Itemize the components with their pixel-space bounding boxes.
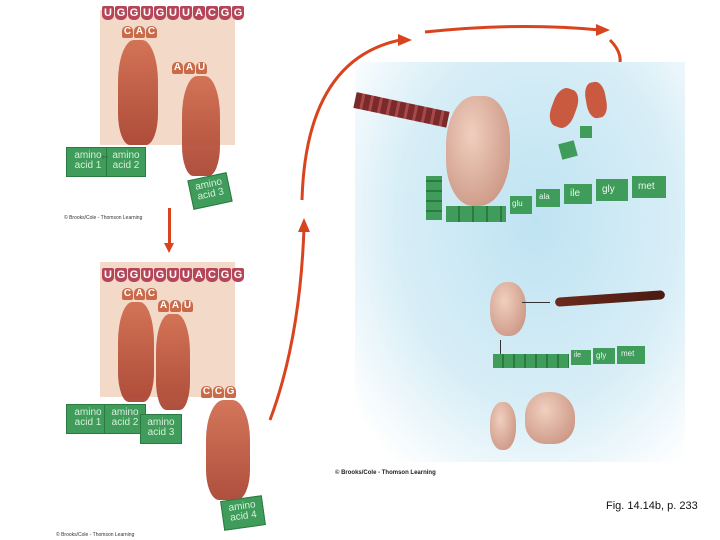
- arrow-down: [168, 208, 171, 244]
- chain-segment: gly: [596, 179, 628, 201]
- mrna-base: A: [193, 268, 205, 282]
- chain-segment: glu: [510, 196, 532, 214]
- arrow-right-icon: [522, 302, 550, 303]
- ribosome-subunit-large: [525, 392, 575, 444]
- chain-segment: gly: [593, 348, 615, 364]
- mrna-base: U: [102, 6, 114, 20]
- mrna-base: U: [167, 268, 179, 282]
- mrna-base: U: [141, 6, 153, 20]
- trna-molecule: [182, 76, 220, 176]
- chain-label: gly: [602, 184, 615, 195]
- mrna-base: C: [206, 6, 218, 20]
- mrna-base: G: [219, 268, 231, 282]
- arrowhead-right-icon: [398, 34, 412, 46]
- chain-segment: ala: [536, 189, 560, 207]
- peptide-bond-symbol: ⇔: [101, 153, 109, 163]
- mrna-strand-bottom: U G G U G U U A C G G: [102, 268, 245, 282]
- trna-anticodon-2-bottom: A A U: [158, 300, 194, 312]
- anticodon-base: A: [134, 26, 145, 38]
- mrna-base: G: [128, 6, 140, 20]
- mrna-base: G: [115, 268, 127, 282]
- chain-segment: [493, 354, 569, 368]
- trna-anticodon-1-top: C A C: [122, 26, 158, 38]
- chain-label: gly: [596, 351, 607, 360]
- chain-label: ile: [570, 188, 581, 199]
- polypeptide-chain: met gly ile ala glu: [426, 176, 666, 236]
- cell-background: [355, 62, 685, 462]
- ribosome-subunit: [490, 282, 526, 336]
- amino-acid-box: amino acid 3: [140, 414, 182, 444]
- amino-acid-box: amino acid 1: [66, 404, 110, 434]
- anticodon-base: A: [134, 288, 145, 300]
- copyright-text: © Brooks/Cole - Thomson Learning: [335, 470, 436, 476]
- mrna-base: G: [115, 6, 127, 20]
- anticodon-base: C: [201, 386, 212, 398]
- anticodon-base: C: [122, 288, 133, 300]
- anticodon-base: C: [146, 288, 157, 300]
- anticodon-base: U: [196, 62, 207, 74]
- chain-segment: [446, 206, 506, 222]
- amino-acid-box: amino acid 2: [106, 147, 146, 177]
- amino-acid-free: [580, 126, 592, 138]
- chain-label: met: [621, 349, 635, 358]
- chain-segment: met: [617, 346, 645, 364]
- mrna-base: G: [219, 6, 231, 20]
- mrna-strand-top: U G G U G U U A C G G: [102, 6, 245, 20]
- chain-segment: [426, 176, 442, 220]
- mrna-base: U: [141, 268, 153, 282]
- amino-acid-box: amino acid 1: [66, 147, 110, 177]
- ribosome-large: [446, 96, 510, 206]
- mrna-base: U: [167, 6, 179, 20]
- mrna-base: G: [128, 268, 140, 282]
- chain-segment: met: [632, 176, 666, 198]
- chain-segment: ile: [564, 184, 592, 204]
- chain-segment: ile: [571, 350, 591, 365]
- trna-anticodon-1-bottom: C A C: [122, 288, 158, 300]
- arrow-top-path: [424, 24, 601, 34]
- arrow-down-small-icon: [500, 340, 501, 360]
- figure-caption: Fig. 14.14b, p. 233: [606, 500, 698, 512]
- mrna-base: C: [206, 268, 218, 282]
- trna-molecule: [118, 40, 158, 145]
- copyright-text: © Brooks/Cole - Thomson Learning: [56, 532, 135, 538]
- anticodon-base: A: [170, 300, 181, 312]
- chain-label: ile: [574, 352, 582, 359]
- mrna-base: G: [232, 6, 244, 20]
- anticodon-base: C: [146, 26, 157, 38]
- trna-molecule: [206, 400, 250, 500]
- arrowhead-up-icon: [298, 218, 310, 232]
- mrna-base: G: [154, 6, 166, 20]
- arrowhead-down-icon: [164, 243, 174, 253]
- chain-label: ala: [539, 192, 550, 201]
- anticodon-base: G: [225, 386, 236, 398]
- trna-molecule: [156, 314, 190, 410]
- trna-anticodon-3-bottom: C C G: [201, 386, 237, 398]
- anticodon-base: C: [213, 386, 224, 398]
- anticodon-base: A: [184, 62, 195, 74]
- anticodon-base: A: [172, 62, 183, 74]
- anticodon-base: A: [158, 300, 169, 312]
- mrna-base: U: [180, 6, 192, 20]
- ribosome-subunit-small: [490, 402, 516, 450]
- chain-label: glu: [512, 199, 523, 208]
- mrna-base: G: [154, 268, 166, 282]
- mrna-base: A: [193, 6, 205, 20]
- trna-molecule: [118, 302, 154, 402]
- anticodon-base: U: [182, 300, 193, 312]
- copyright-text: © Brooks/Cole - Thomson Learning: [64, 215, 143, 221]
- arrow-curve-path: [300, 38, 401, 201]
- anticodon-base: C: [122, 26, 133, 38]
- released-chain: met gly ile: [493, 340, 673, 376]
- mrna-base: U: [180, 268, 192, 282]
- mrna-base: G: [232, 268, 244, 282]
- arrow-up-path: [268, 227, 306, 421]
- mrna-base: U: [102, 268, 114, 282]
- arrowhead-right-icon: [596, 24, 610, 36]
- trna-anticodon-2-top: A A U: [172, 62, 208, 74]
- chain-label: met: [638, 181, 655, 192]
